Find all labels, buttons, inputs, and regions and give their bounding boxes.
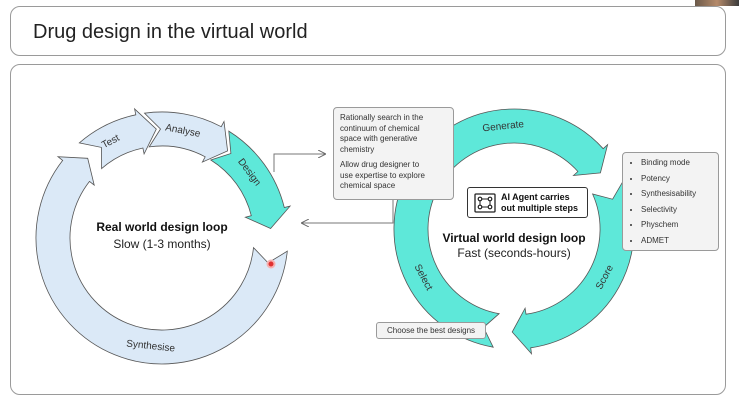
virtual-loop-subtitle: Fast (seconds-hours) [457, 246, 570, 260]
design-callout: Rationally search in the continuum of ch… [333, 107, 454, 200]
title-panel: Drug design in the virtual world [10, 6, 726, 56]
score-item: Binding mode [641, 155, 714, 171]
real-loop-title: Real world design loop [96, 220, 227, 234]
real-loop-label-synthesise: Synthesise [126, 339, 176, 355]
score-criteria-callout: Binding mode Potency Synthesisability Se… [622, 152, 719, 251]
virtual-loop-segment-generate [409, 108, 609, 187]
design-callout-text-2: Allow drug designer to use expertise to … [340, 160, 425, 190]
cursor-dot [266, 259, 276, 269]
choose-designs-callout: Choose the best designs [376, 322, 486, 339]
agent-network-icon [474, 192, 496, 213]
score-item: Potency [641, 171, 714, 187]
score-item: Physchem [641, 217, 714, 233]
virtual-loop-title: Virtual world design loop [442, 231, 585, 245]
virtual-loop-label-generate: Generate [482, 119, 525, 134]
score-item: Selectivity [641, 202, 714, 218]
callout-to-real-loop-arrow [302, 198, 394, 223]
real-loop-segment-design [209, 130, 292, 229]
score-item: Synthesisability [641, 186, 714, 202]
design-callout-text-1: Rationally search in the continuum of ch… [340, 113, 424, 154]
real-loop-subtitle: Slow (1-3 months) [113, 237, 210, 251]
page-title: Drug design in the virtual world [33, 21, 308, 43]
real-loop-segment-analyse [143, 111, 229, 163]
real-loop-segment-test [78, 107, 157, 170]
design-to-callout-arrow [273, 154, 325, 172]
video-thumbnail-strip [695, 0, 739, 6]
score-criteria-list: Binding mode Potency Synthesisability Se… [627, 155, 714, 248]
virtual-loop-segment-score [511, 179, 635, 356]
ai-agent-label: AI Agent carries out multiple steps [501, 191, 579, 213]
real-loop-segment-synthesise [35, 156, 288, 365]
score-item: ADMET [641, 233, 714, 249]
ai-agent-badge: AI Agent carries out multiple steps [467, 187, 588, 218]
